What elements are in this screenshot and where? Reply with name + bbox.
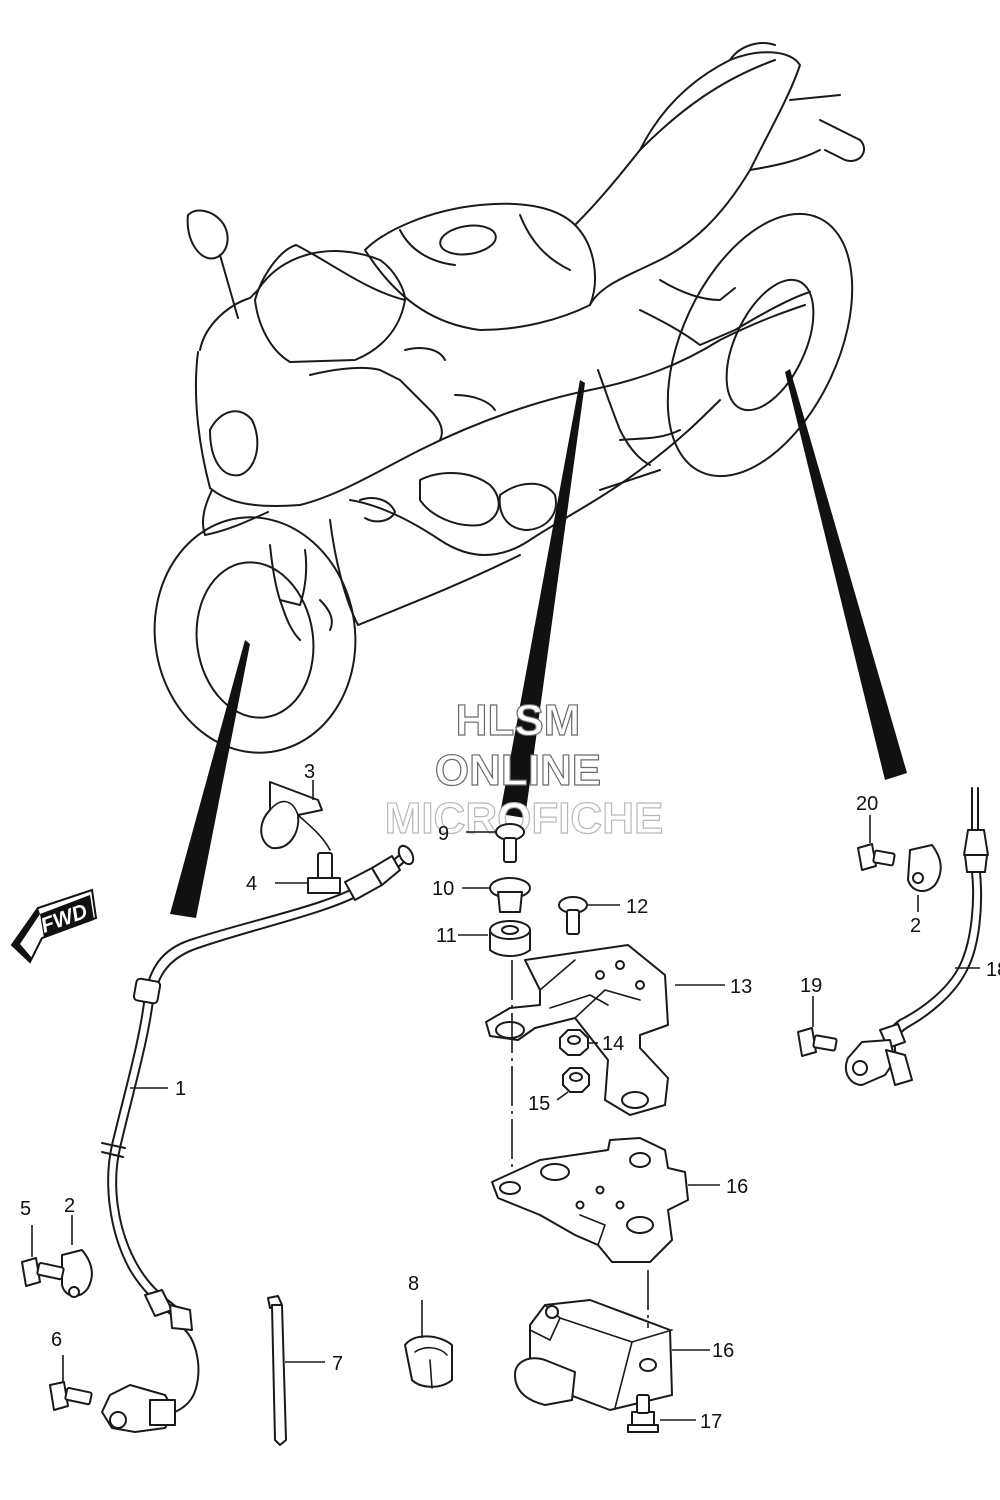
part-8-nut[interactable]: 14: [559, 1029, 624, 1056]
watermark: HLSM ONLINE MICROFICHE: [384, 695, 664, 843]
part-13-cable-tie[interactable]: 7: [267, 1295, 343, 1446]
callout-8: 14: [602, 1033, 624, 1055]
part-6-grommet[interactable]: 11: [436, 920, 531, 957]
fwd-arrow-badge: FWD: [10, 888, 98, 964]
callout-2-rear: 2: [910, 915, 921, 937]
callout-15: 4: [246, 873, 257, 895]
callout-5: 16: [726, 1176, 748, 1198]
part-2-clamp-front[interactable]: 2: [61, 1195, 93, 1298]
callout-13: 7: [332, 1353, 343, 1375]
callout-12: 10: [432, 878, 454, 900]
pointer-bracket: [500, 380, 585, 818]
callout-11: 9: [438, 823, 449, 845]
part-5-bracket[interactable]: 16: [491, 1137, 748, 1263]
part-15-bolt[interactable]: 4: [246, 814, 341, 895]
callout-16-upper: 5: [20, 1198, 31, 1220]
callout-1: 1: [175, 1078, 186, 1100]
motorcycle-outline: [153, 42, 865, 754]
callout-2-front: 2: [64, 1195, 75, 1217]
callout-14: 8: [408, 1273, 419, 1295]
part-7-bracket[interactable]: 13: [485, 944, 752, 1116]
part-3-clamp[interactable]: 3: [260, 761, 323, 850]
pointer-front-sensor: [170, 640, 250, 918]
location-pointers: [170, 369, 907, 918]
callout-9: 18: [986, 959, 1000, 981]
callout-6: 11: [436, 925, 457, 947]
part-17-bolt[interactable]: 19: [797, 975, 838, 1057]
part-10-screw[interactable]: 12: [558, 896, 648, 935]
callout-4: 16: [712, 1340, 734, 1362]
part-19-bolt[interactable]: 20: [856, 793, 896, 871]
callout-19: 20: [856, 793, 878, 815]
part-18-bolt[interactable]: 17: [627, 1394, 722, 1433]
pointer-rear-sensor: [785, 369, 907, 780]
callout-16-lower: 6: [51, 1329, 62, 1351]
part-9-rear-speed-sensor[interactable]: 18: [844, 787, 1000, 1086]
part-11-screw[interactable]: 9: [438, 823, 525, 863]
watermark-line2: ONLINE: [435, 746, 601, 795]
part-2-clamp-rear[interactable]: 2: [907, 844, 942, 937]
part-4-sensor-unit[interactable]: 16: [514, 1299, 734, 1411]
part-14-clip[interactable]: 8: [404, 1273, 453, 1389]
part-12-collar[interactable]: 10: [432, 877, 531, 913]
callout-3: 3: [304, 761, 315, 783]
callout-7: 13: [730, 976, 752, 998]
callout-20: 15: [528, 1093, 550, 1115]
callout-10: 12: [626, 896, 648, 918]
callout-17: 19: [800, 975, 822, 997]
part-1-front-speed-sensor[interactable]: 1: [101, 843, 416, 1433]
watermark-line1: HLSM: [456, 696, 581, 745]
watermark-line3: MICROFICHE: [385, 794, 664, 843]
callout-18: 17: [700, 1411, 722, 1433]
part-16-bolt-upper[interactable]: 5: [20, 1198, 65, 1287]
part-20-nut[interactable]: 15: [528, 1067, 590, 1115]
part-16-bolt-lower[interactable]: 6: [49, 1329, 93, 1411]
